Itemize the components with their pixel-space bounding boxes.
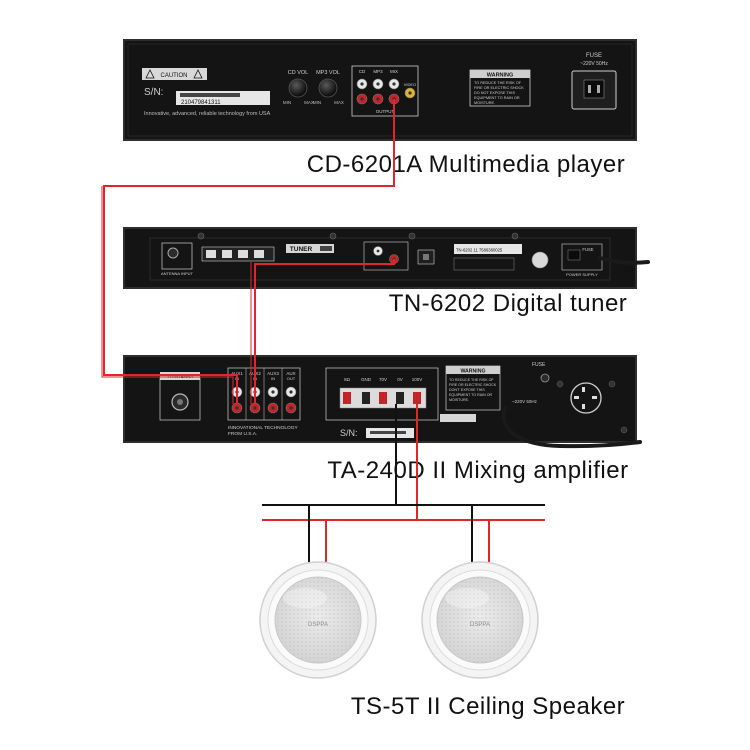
player-warning-line: EQUIPMENT TO RAIN OR: [474, 96, 520, 100]
player-warning-line: MOISTURE.: [474, 101, 495, 105]
aux3-in-label: IN: [271, 376, 275, 381]
ceiling-speaker-1: DSPPA: [259, 561, 377, 679]
port-mp3-label: MP3: [373, 69, 383, 74]
tuner-antenna-block: [161, 242, 193, 270]
qc-sticker: [531, 251, 549, 269]
port-video-label: VIDEO: [404, 82, 416, 87]
tuner-power-label: POWER SUPPLY: [566, 272, 598, 277]
tuner-sn-value: TN-6202 11 7586380025: [456, 248, 503, 253]
player-warning-line: DO NOT EXPOSE THIS: [474, 91, 515, 95]
amp-caption: TA-240D II Mixing amplifier: [327, 457, 628, 484]
mp3-vol-min: MIN: [313, 100, 321, 105]
signal-wiring: [101, 99, 395, 404]
amp-fuse-holder[interactable]: [540, 373, 550, 383]
term-100v-label: 100V: [412, 377, 423, 382]
tuner-rear-panel: ANTENNA INPUT TUNER TN-6202 11 758638002…: [123, 227, 637, 289]
terminal-70v[interactable]: [379, 392, 387, 404]
tuner-antenna-jack[interactable]: [167, 247, 179, 259]
tuner-to-aux2-cable: [254, 259, 395, 404]
tuner-terminal-strip: [201, 246, 275, 262]
mp3-volume-knob[interactable]: [318, 78, 338, 98]
mp3-vol-max: MAX: [334, 100, 344, 105]
cd-to-aux1-cable: [103, 99, 395, 404]
aux-out-label: AUX: [286, 371, 295, 376]
term-0v-label: 0V: [397, 377, 403, 382]
amp-tagline-line: INNOVATIONAL TECHNOLOGY: [228, 425, 298, 431]
tuner-output-block: [363, 241, 409, 271]
amp-warning-title: WARNING: [460, 369, 485, 375]
player-caption: CD-6201A Multimedia player: [307, 151, 625, 178]
tuner-antenna-label: ANTENNA INPUT: [161, 271, 194, 276]
amp-warning-line: TO REDUCE THE RISK OF: [449, 378, 494, 382]
amp-warning-line: DON'T EXPOSE THIS: [449, 388, 485, 392]
amp-warning-line: FIRE OR ELECTRIC SHOCK: [449, 383, 497, 387]
player-fuse-label: FUSE: [586, 53, 602, 59]
cd-vol-min: MIN: [283, 100, 291, 105]
aux1-label: AUX1: [231, 371, 243, 376]
player-sn-label: S/N:: [144, 87, 163, 98]
amp-screw-terminals: [339, 387, 427, 409]
amp-rca-jacks: [231, 386, 297, 414]
player-warning-line: FIRE OR ELECTRIC SHOCK: [474, 86, 524, 90]
amp-power-cord: [501, 406, 642, 449]
player-warning-title: WARNING: [487, 73, 514, 79]
aux-out-out-label: OUT: [287, 376, 296, 381]
aux3-label: AUX3: [267, 371, 279, 376]
caution-text: CAUTION: [161, 73, 188, 79]
tuner-brand-label: [286, 244, 334, 253]
tuner-sn-sticker: [454, 244, 522, 254]
cd-vol-label: CD VOL: [288, 70, 308, 76]
terminal-8ohm[interactable]: [343, 392, 351, 404]
term-gnd-label: GND: [361, 377, 372, 382]
player-output-block: [351, 65, 419, 117]
tuner-caption: TN-6202 Digital tuner: [389, 290, 628, 317]
terminal-100v[interactable]: [413, 392, 421, 404]
player-voltage-label: ~220V 50Hz: [580, 61, 608, 67]
speaker-caption: TS-5T II Ceiling Speaker: [351, 693, 625, 720]
port-mix-label: MIX: [390, 69, 398, 74]
tuner-power-cord: [598, 256, 650, 265]
speaker2-logo: DSPPA: [470, 622, 490, 628]
amp-fuse-label: FUSE: [532, 362, 546, 368]
amp-power-inlet[interactable]: [570, 382, 602, 414]
player-warning-line: TO REDUCE THE RISK OF: [474, 81, 522, 85]
tuner-brand-text: TUNER: [290, 246, 313, 253]
cd-player-rear-panel: CAUTION S/N: 210479841311 Innovative, ad…: [123, 39, 637, 141]
term-8ohm-label: 8Ω: [344, 377, 351, 382]
terminal-0v[interactable]: [396, 392, 404, 404]
amp-voltage-label: ~220V 50Hz: [512, 399, 538, 404]
terminal-gnd[interactable]: [362, 392, 370, 404]
amp-caution-label: [440, 414, 476, 422]
tuner-fuse-label: FUSE: [582, 247, 593, 252]
mp3-vol-label: MP3 VOL: [316, 70, 340, 76]
amplifier-rear-panel: TI ANTENNA AUX1 AUX2 AUX3 AUX IN IN IN O…: [123, 355, 637, 443]
cd-volume-knob[interactable]: [288, 78, 308, 98]
cd-player-chassis: [123, 39, 637, 141]
speaker1-logo: DSPPA: [308, 622, 328, 628]
cd-vol-max: MAX: [304, 100, 314, 105]
player-tagline: Innovative, advanced, reliable technolog…: [144, 111, 271, 117]
amp-tagline-line: FROM U.S.A.: [228, 431, 257, 437]
output-label: OUTPUT: [376, 109, 395, 114]
amp-warning-line: EQUIPMENT TO RAIN OR: [449, 393, 493, 397]
ceiling-speaker-2: DSPPA: [421, 561, 539, 679]
amp-sn-label: S/N:: [340, 428, 358, 438]
player-sn-value: 210479841311: [181, 100, 221, 106]
cd-to-aux1-cable-shadow: [101, 186, 234, 404]
caution-label: [142, 68, 207, 80]
port-cd-label: CD: [359, 69, 366, 74]
term-70v-label: 70V: [379, 377, 387, 382]
amp-warning-line: MOISTURE.: [449, 398, 469, 402]
amp-speaker-terminal-block: [325, 367, 439, 421]
